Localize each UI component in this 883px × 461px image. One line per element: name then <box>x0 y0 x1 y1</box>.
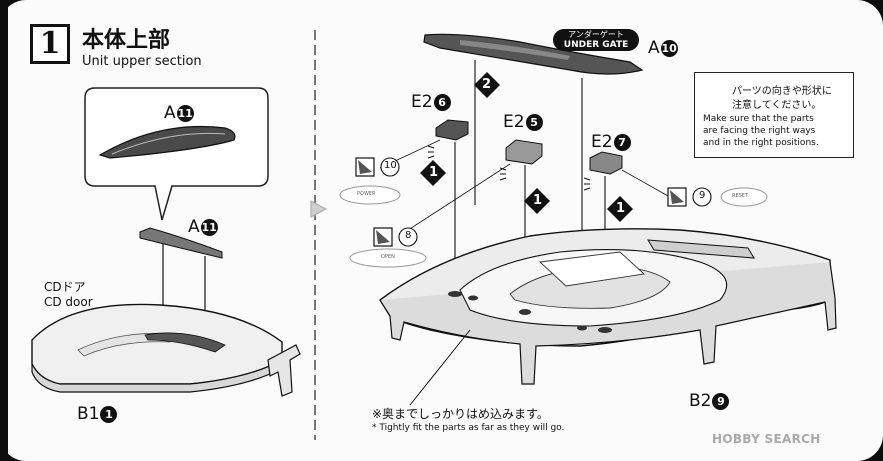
panel-divider <box>314 30 316 440</box>
decal-power-oval <box>339 185 401 205</box>
step-marker-1b: 1 <box>533 193 543 208</box>
note-en-line1: Make sure that the parts <box>703 114 814 124</box>
decal-icons <box>355 157 687 247</box>
decal-reset-caption: RESET <box>732 193 749 199</box>
part-a11 <box>139 227 223 259</box>
step-marker-icons <box>420 72 633 222</box>
step-title: 本体上部 <box>82 28 171 53</box>
part-a11-zoom <box>98 125 236 159</box>
step-marker-1a: 1 <box>429 165 439 180</box>
cd-door-label-en: CD door <box>44 295 93 309</box>
decal-open-oval <box>349 248 427 268</box>
flow-arrow-icon <box>310 200 328 218</box>
left-panel-drawing <box>31 87 301 397</box>
part-e2-6 <box>435 119 469 141</box>
watermark: HOBBY SEARCH <box>712 432 821 446</box>
decal-9-number: 9 <box>699 190 706 201</box>
fit-note-en: * Tightly fit the parts as far as they w… <box>372 423 565 433</box>
corner-arc-top-left <box>0 0 26 26</box>
corner-arc-bottom-left <box>0 435 26 461</box>
note-ja-line1: パーツの向きや形状に <box>732 86 832 97</box>
step-subtitle: Unit upper section <box>82 54 202 69</box>
note-en-line2: are facing the right ways <box>703 126 816 136</box>
corner-arc-bottom-right <box>857 435 883 461</box>
decal-10-number: 10 <box>384 160 397 171</box>
decal-open-caption: OPEN <box>381 254 395 260</box>
part-e2-7 <box>589 151 623 175</box>
corner-arc-top-right <box>857 0 883 26</box>
note-en-line3: and in the right positions. <box>703 138 819 148</box>
under-gate-badge: アンダーゲート UNDER GATE <box>553 29 639 51</box>
step-marker-1c: 1 <box>616 201 626 216</box>
orientation-note <box>694 72 854 158</box>
cd-door-label-ja: CDドア <box>44 280 86 294</box>
decal-power-caption: POWER <box>357 191 376 197</box>
decal-reset-oval <box>720 187 768 207</box>
corner-top-left <box>0 0 8 461</box>
decal-8-number: 8 <box>405 230 412 241</box>
part-e2-5 <box>505 139 543 165</box>
step-marker-2: 2 <box>482 77 492 92</box>
zoom-bubble <box>84 87 269 221</box>
fit-note-ja: ※奥までしっかりはめ込みます。 <box>372 407 549 421</box>
right-panel-drawing <box>339 33 837 406</box>
note-ja-line2: 注意してください。 <box>732 100 822 111</box>
cd-door <box>31 303 283 385</box>
step-number: 1 <box>30 24 70 64</box>
